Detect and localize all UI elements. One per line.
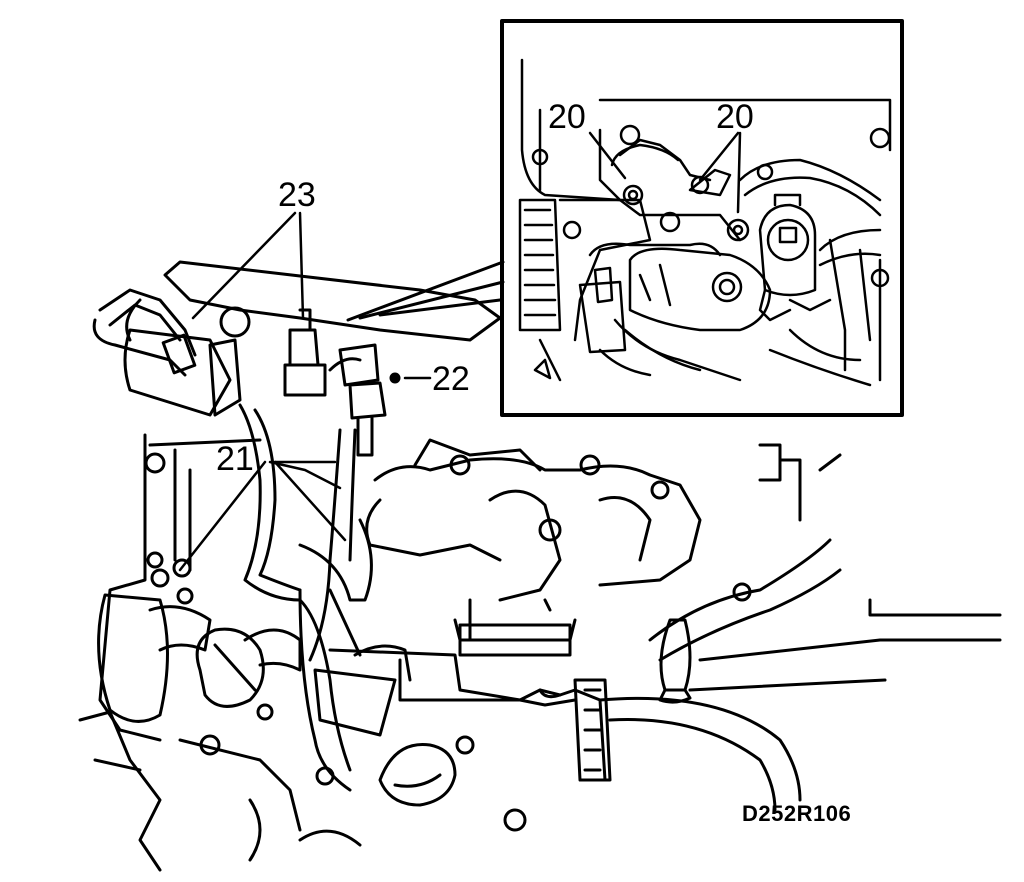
inset-detail: [518, 58, 892, 387]
zoom-lines: [346, 260, 505, 322]
fuel-lines-23: [92, 288, 327, 397]
vacuum-hose-21: [208, 338, 373, 792]
engine-block: [78, 260, 502, 872]
figure-reference: D252R106: [742, 801, 852, 826]
sensor-22: [328, 343, 401, 457]
leader-lines: [178, 211, 432, 572]
callout-23: 23: [278, 176, 316, 214]
downpipe-hoses: [598, 443, 1002, 812]
callout-20-right: 20: [716, 98, 754, 136]
inset-frame: [500, 19, 904, 417]
callout-22: 22: [432, 360, 470, 398]
exhaust-manifold: [365, 438, 702, 612]
callout-21: 21: [216, 440, 254, 478]
inset-leader-lines: [588, 131, 742, 214]
callout-20-left: 20: [548, 98, 586, 136]
turbocharger: [313, 598, 612, 832]
